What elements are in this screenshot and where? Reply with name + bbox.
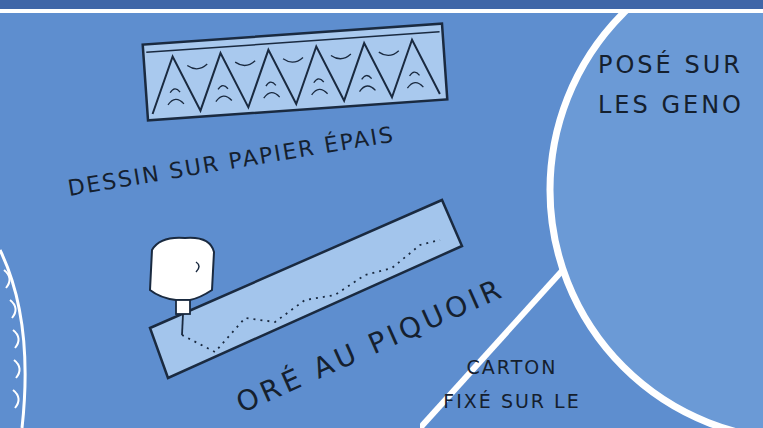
circle-panel: POSÉ SUR LES GENO [540, 13, 763, 428]
panel-caption: CARTON FIXÉ SUR LE [440, 350, 584, 418]
panel-fill [420, 160, 763, 428]
top-band [0, 0, 763, 9]
panel-caption: POSÉ SUR LES GENO [598, 45, 763, 125]
